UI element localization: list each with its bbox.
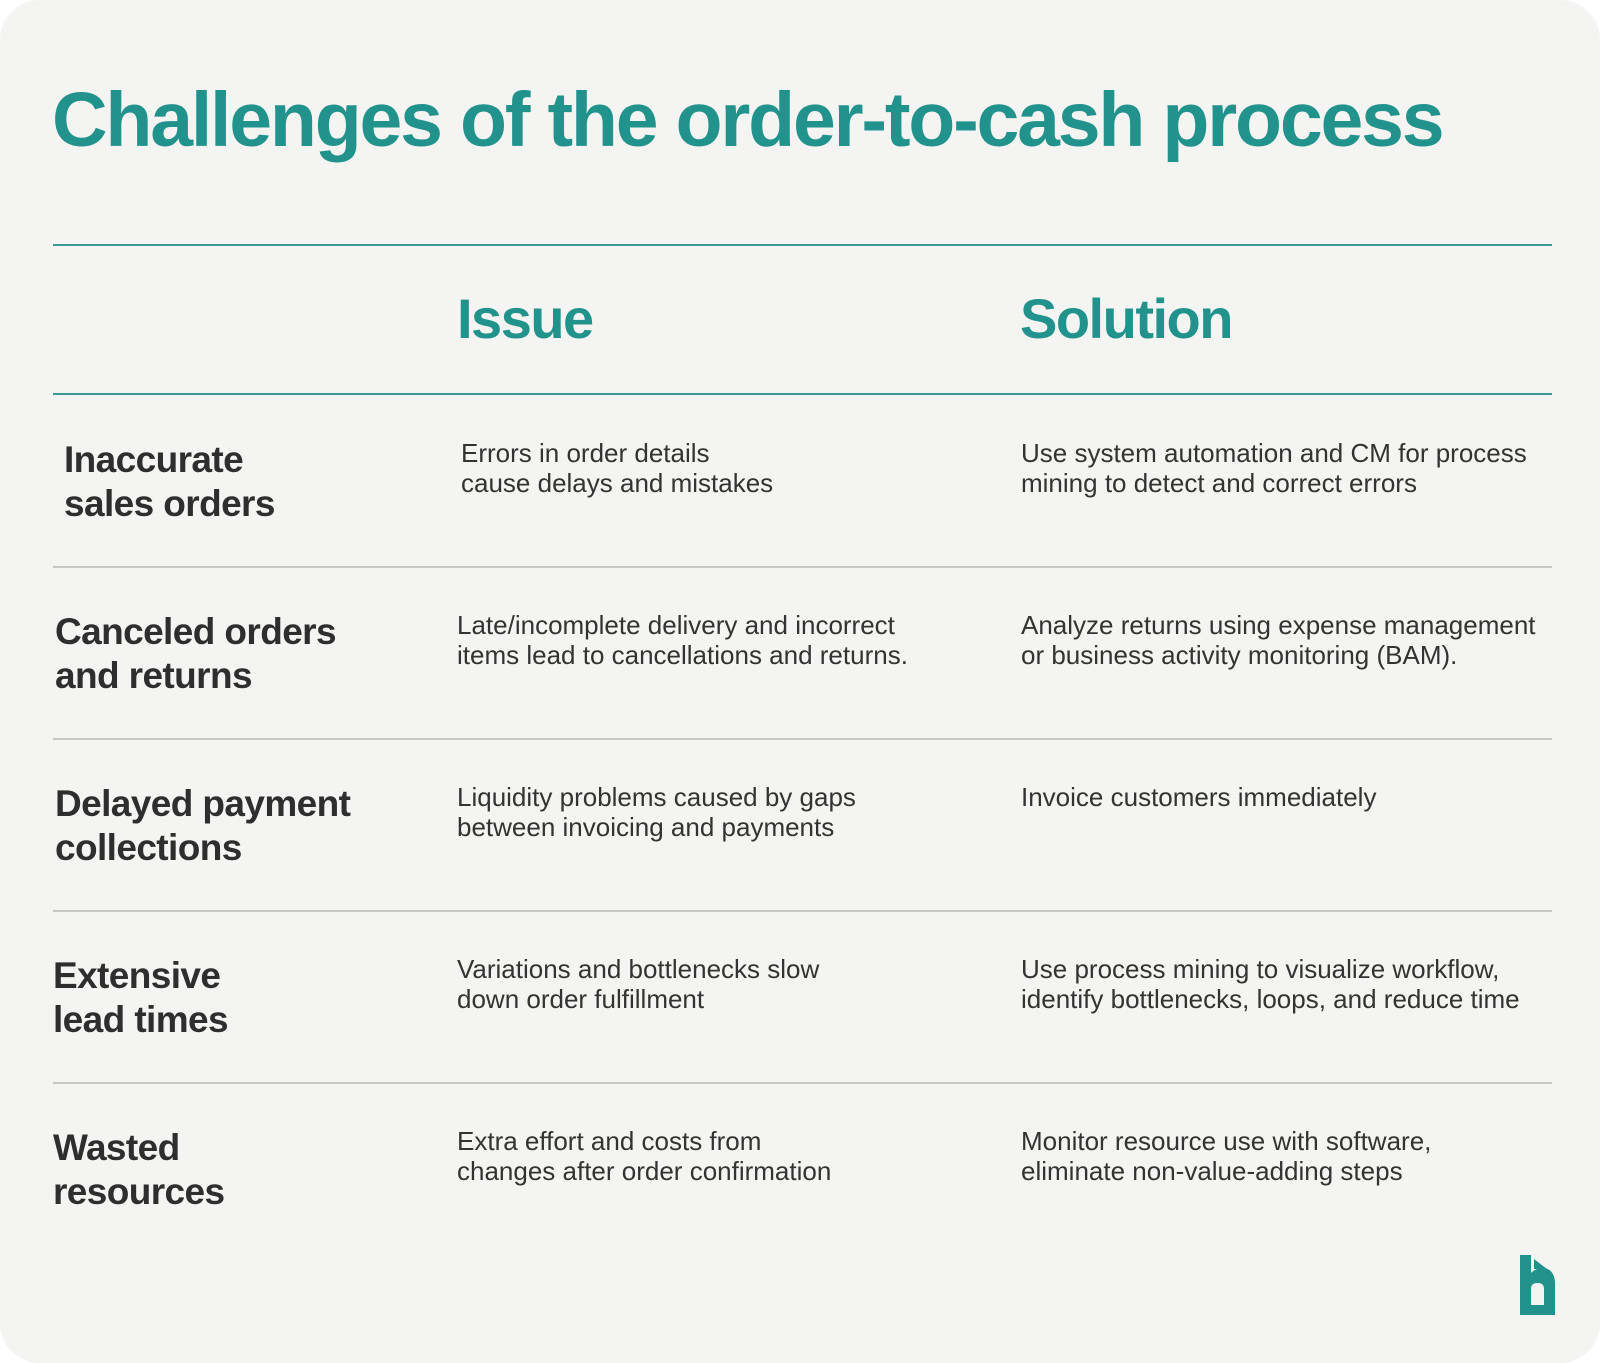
challenge-line: collections — [55, 827, 242, 868]
issue-line: Liquidity problems caused by gaps — [457, 782, 856, 812]
issue-line: changes after order confirmation — [457, 1156, 832, 1186]
issue-line: Errors in order details — [461, 438, 710, 468]
column-header-solution: Solution — [1020, 287, 1233, 350]
solution-line: Use system automation and CM for process — [1021, 438, 1527, 468]
solution-line: Analyze returns using expense management — [1021, 610, 1536, 640]
row-divider — [53, 566, 1552, 568]
solution-line: mining to detect and correct errors — [1021, 468, 1417, 498]
challenge-label: Wasted resources — [53, 1126, 413, 1214]
issue-cell: Liquidity problems caused by gaps betwee… — [457, 782, 957, 842]
challenge-label: Canceled orders and returns — [55, 610, 415, 698]
solution-cell: Invoice customers immediately — [1021, 782, 1581, 812]
solution-line: Monitor resource use with software, — [1021, 1126, 1432, 1156]
challenge-label: Extensive lead times — [53, 954, 413, 1042]
solution-cell: Monitor resource use with software, elim… — [1021, 1126, 1581, 1186]
issue-cell: Errors in order details cause delays and… — [461, 438, 961, 498]
solution-line: eliminate non-value-adding steps — [1021, 1156, 1403, 1186]
challenge-line: lead times — [53, 999, 229, 1040]
issue-cell: Late/incomplete delivery and incorrect i… — [457, 610, 957, 670]
issue-cell: Variations and bottlenecks slow down ord… — [457, 954, 957, 1014]
row-divider — [53, 1082, 1552, 1084]
challenge-line: Inaccurate — [64, 439, 244, 480]
row-divider — [53, 738, 1552, 740]
column-header-issue: Issue — [457, 287, 594, 350]
solution-line: identify bottlenecks, loops, and reduce … — [1021, 984, 1520, 1014]
challenge-label: Delayed payment collections — [55, 782, 415, 870]
page-title: Challenges of the order-to-cash process — [52, 77, 1445, 163]
solution-cell: Use process mining to visualize workflow… — [1021, 954, 1581, 1014]
issue-line: cause delays and mistakes — [461, 468, 774, 498]
issue-line: down order fulfillment — [457, 984, 705, 1014]
challenge-line: resources — [53, 1171, 225, 1212]
challenge-line: sales orders — [64, 483, 275, 524]
solution-line: Invoice customers immediately — [1021, 782, 1377, 812]
issue-line: Extra effort and costs from — [457, 1126, 762, 1156]
issue-line: Late/incomplete delivery and incorrect — [457, 610, 895, 640]
row-divider — [53, 910, 1552, 912]
header-top-rule — [53, 244, 1552, 246]
issue-line: Variations and bottlenecks slow — [457, 954, 820, 984]
solution-cell: Use system automation and CM for process… — [1021, 438, 1581, 498]
challenge-line: Extensive — [53, 955, 221, 996]
issue-cell: Extra effort and costs from changes afte… — [457, 1126, 957, 1186]
challenge-line: Canceled orders — [55, 611, 337, 652]
challenge-label: Inaccurate sales orders — [64, 438, 424, 526]
challenge-line: Delayed payment — [55, 783, 351, 824]
header-bottom-rule — [53, 393, 1552, 395]
issue-line: items lead to cancellations and returns. — [457, 640, 908, 670]
challenge-line: Wasted — [53, 1127, 180, 1168]
challenge-line: and returns — [55, 655, 253, 696]
solution-line: or business activity monitoring (BAM). — [1021, 640, 1458, 670]
brand-b-logo-icon — [1520, 1255, 1555, 1315]
issue-line: between invoicing and payments — [457, 812, 835, 842]
solution-line: Use process mining to visualize workflow… — [1021, 954, 1500, 984]
solution-cell: Analyze returns using expense management… — [1021, 610, 1581, 670]
